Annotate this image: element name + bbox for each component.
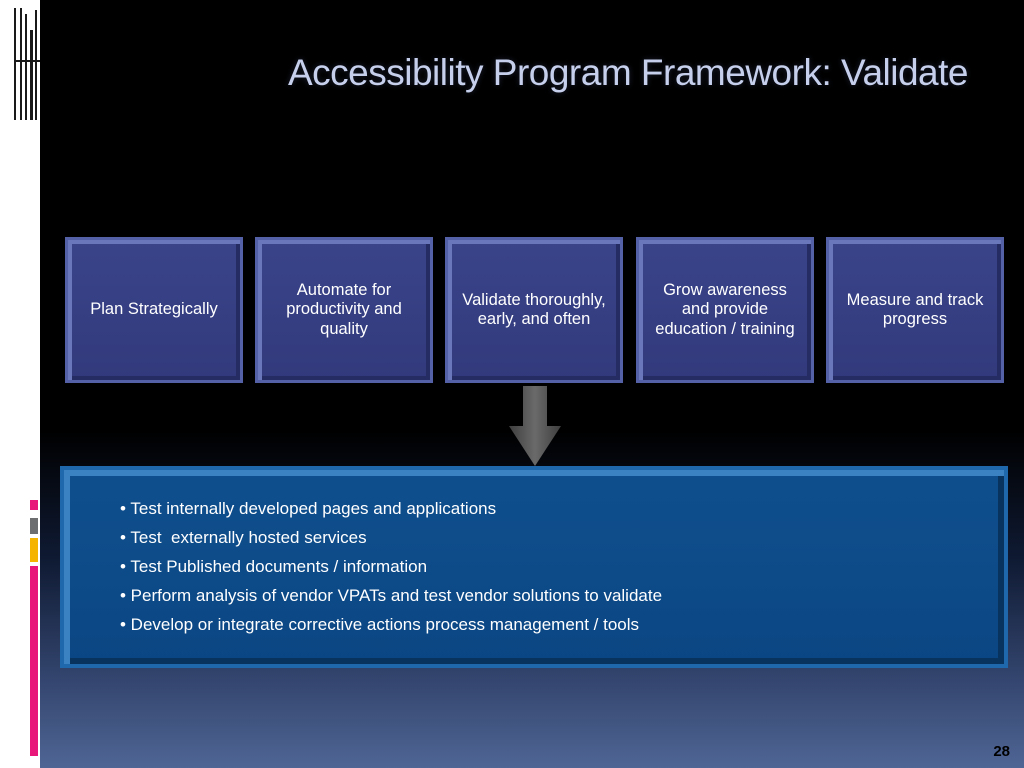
step-label: Grow awareness and provide education / t… [655,280,795,338]
step-box-validate: Validate thoroughly, early, and often [445,237,623,383]
step-box-grow-awareness: Grow awareness and provide education / t… [636,237,814,383]
step-box-measure: Measure and track progress [826,237,1004,383]
list-item: • Perform analysis of vendor VPATs and t… [120,586,663,605]
list-item: • Develop or integrate corrective action… [120,615,640,634]
list-item: • Test internally developed pages and ap… [120,499,497,518]
accent-color-blocks [30,500,40,760]
page-number: 28 [993,743,1010,760]
detail-bullet-list: • Test internally developed pages and ap… [120,494,662,639]
slide-title: Accessibility Program Framework: Validat… [288,52,968,93]
step-label: Automate for productivity and quality [286,280,402,338]
list-item: • Test externally hosted services [120,528,367,547]
step-box-automate: Automate for productivity and quality [255,237,433,383]
step-box-plan: Plan Strategically [65,237,243,383]
detail-panel [60,466,1008,668]
left-decorative-strip [0,0,40,768]
list-item: • Test Published documents / information [120,557,428,576]
step-label: Validate thoroughly, early, and often [462,290,606,329]
decorative-lines [0,0,40,120]
down-arrow-icon [509,386,561,466]
step-label: Plan Strategically [90,300,218,319]
step-label: Measure and track progress [846,290,984,329]
